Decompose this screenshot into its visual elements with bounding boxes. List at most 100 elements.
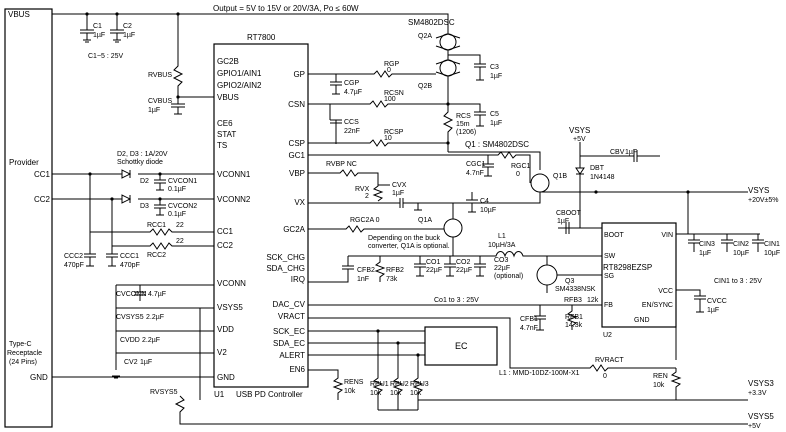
q1-part: Q1 : SM4802DSC bbox=[465, 140, 529, 149]
diode-note-1: D2, D3 : 1A/20V bbox=[117, 151, 168, 158]
pin-vsys5: VSYS5 bbox=[217, 303, 243, 312]
co3-val: 22µF bbox=[494, 265, 510, 272]
cvcon1-val: 0.1µF bbox=[168, 186, 186, 193]
rpu3-val: 10k bbox=[410, 390, 422, 397]
rcs-ref: RCS bbox=[456, 113, 471, 120]
pin-v2: V2 bbox=[217, 348, 227, 357]
cvbus-label: CVBUS bbox=[148, 98, 172, 105]
rcc1-val: 22 bbox=[176, 222, 184, 229]
rvx-symbol bbox=[372, 182, 384, 202]
pin-vconn1: VCONN1 bbox=[217, 170, 251, 179]
pin-gp: GP bbox=[293, 70, 305, 79]
pin-buck-gnd: GND bbox=[634, 317, 650, 324]
vsys5-bot-label: VSYS5 bbox=[748, 412, 774, 421]
pin-ts: TS bbox=[217, 141, 227, 150]
rpu2-ref: RPU2 bbox=[390, 381, 409, 388]
rvbus-symbol bbox=[172, 14, 214, 98]
co-note: Co1 to 3 : 25V bbox=[434, 297, 479, 304]
q1a-mosfet-icon bbox=[443, 218, 463, 238]
cvcc-ref: CVCC bbox=[707, 298, 727, 305]
vsys3-val: +3.3V bbox=[748, 390, 767, 397]
vsys3-label: VSYS3 bbox=[748, 379, 774, 388]
pin-vract: VRACT bbox=[278, 312, 305, 321]
c5-symbol bbox=[448, 103, 486, 127]
co1-val: 22µF bbox=[426, 267, 442, 274]
pin-gpio1: GPIO1/AIN1 bbox=[217, 69, 262, 78]
ground-symbol bbox=[83, 39, 121, 43]
rens-val: 10k bbox=[344, 388, 356, 395]
cin3-val: 1µF bbox=[699, 250, 711, 257]
rcsp-val: 10 bbox=[384, 135, 392, 142]
diode-note-2: Schottky diode bbox=[117, 159, 163, 166]
pin-vx: VX bbox=[294, 198, 305, 207]
cboot-val: 1µF bbox=[557, 218, 569, 225]
u2-ref: U2 bbox=[603, 332, 612, 339]
rcs-sense-resistor bbox=[442, 98, 454, 152]
q1a-note-2: converter, Q1A is optional. bbox=[368, 243, 450, 250]
ccc2-ref: CCC2 bbox=[64, 253, 83, 260]
ec-bus bbox=[308, 330, 425, 356]
c3-ref: C3 bbox=[490, 64, 499, 71]
cvx-ref: CVX bbox=[392, 182, 407, 189]
ccs-ref: CCS bbox=[344, 119, 359, 126]
rt8298-name: RT8298EZSP bbox=[603, 263, 652, 272]
rpu3-ref: RPU3 bbox=[410, 381, 429, 388]
rgc2a-symbol bbox=[308, 225, 444, 233]
cbv-val: 1µF bbox=[625, 149, 637, 156]
vbus-label: VBUS bbox=[8, 10, 30, 19]
receptacle-label-2: Receptacle bbox=[7, 350, 42, 357]
rvract-val: 0 bbox=[603, 373, 607, 380]
output-spec: Output = 5V to 15V or 20V/3A, Po ≤ 60W bbox=[213, 4, 359, 13]
vsys-rail-label: VSYS bbox=[748, 186, 769, 195]
supply-cap-bus bbox=[115, 284, 214, 370]
rgc1-ref: RGC1 bbox=[511, 163, 531, 170]
co2-ref: CO2 bbox=[456, 259, 471, 266]
pin-vbp: VBP bbox=[289, 169, 305, 178]
cvx-symbol bbox=[308, 198, 422, 211]
rvx-val: 2 bbox=[365, 193, 369, 200]
q2b-ref: Q2B bbox=[418, 83, 432, 90]
rcsp-symbol bbox=[308, 139, 448, 147]
cvconn-ref: CVCONN bbox=[116, 291, 146, 298]
rfb3-val: 12k bbox=[587, 297, 599, 304]
cgp-val: 4.7µF bbox=[344, 89, 362, 96]
rcsn-symbol bbox=[308, 100, 448, 108]
rcs-pkg: (1206) bbox=[456, 129, 476, 136]
rcc2-val: 22 bbox=[176, 238, 184, 245]
pin-vcc: VCC bbox=[658, 288, 673, 295]
q3-mosfet-icon bbox=[536, 264, 558, 286]
rcc2-ref: RCC2 bbox=[147, 252, 166, 259]
pin-fb: FB bbox=[604, 302, 613, 309]
ground-symbol bbox=[112, 375, 120, 379]
c5-val: 1µF bbox=[490, 120, 502, 127]
cfb2-symbol bbox=[308, 256, 354, 283]
cc1-label: CC1 bbox=[34, 170, 51, 179]
pin-vbus: VBUS bbox=[217, 93, 239, 102]
rgc1-val: 0 bbox=[516, 171, 520, 178]
l1-note: L1 : MMD-10DZ-100M-X1 bbox=[499, 370, 580, 377]
c1-5-note: C1~5 : 25V bbox=[88, 53, 124, 60]
cgp-ref: CGP bbox=[344, 80, 360, 87]
rfb1-symbol bbox=[566, 305, 578, 330]
l1-val: 10µH/3A bbox=[488, 242, 516, 249]
rvx-ref: RVX bbox=[355, 186, 370, 193]
d3-diode-icon bbox=[121, 194, 132, 204]
pin-gnd: GND bbox=[217, 373, 235, 382]
rfb2-symbol bbox=[374, 256, 386, 282]
cvdd-val: 2.2µF bbox=[142, 337, 160, 344]
receptacle-label-1: Type-C bbox=[9, 341, 32, 348]
pin-gc2a: GC2A bbox=[283, 225, 305, 234]
provider-label: Provider bbox=[9, 158, 39, 167]
pin-vconn2: VCONN2 bbox=[217, 195, 251, 204]
cgp-symbol bbox=[330, 74, 342, 95]
cgc1-val: 4.7nF bbox=[466, 170, 484, 177]
rgc1-symbol bbox=[308, 151, 531, 183]
q2-mosfet-pair bbox=[435, 26, 461, 98]
ccc1-ref: CCC1 bbox=[120, 253, 139, 260]
dbt-val: 1N4148 bbox=[590, 174, 615, 181]
pin-gpio2: GPIO2/AIN2 bbox=[217, 81, 262, 90]
dbt-ref: DBT bbox=[590, 165, 605, 172]
rgp-ref: RGP bbox=[384, 61, 400, 68]
